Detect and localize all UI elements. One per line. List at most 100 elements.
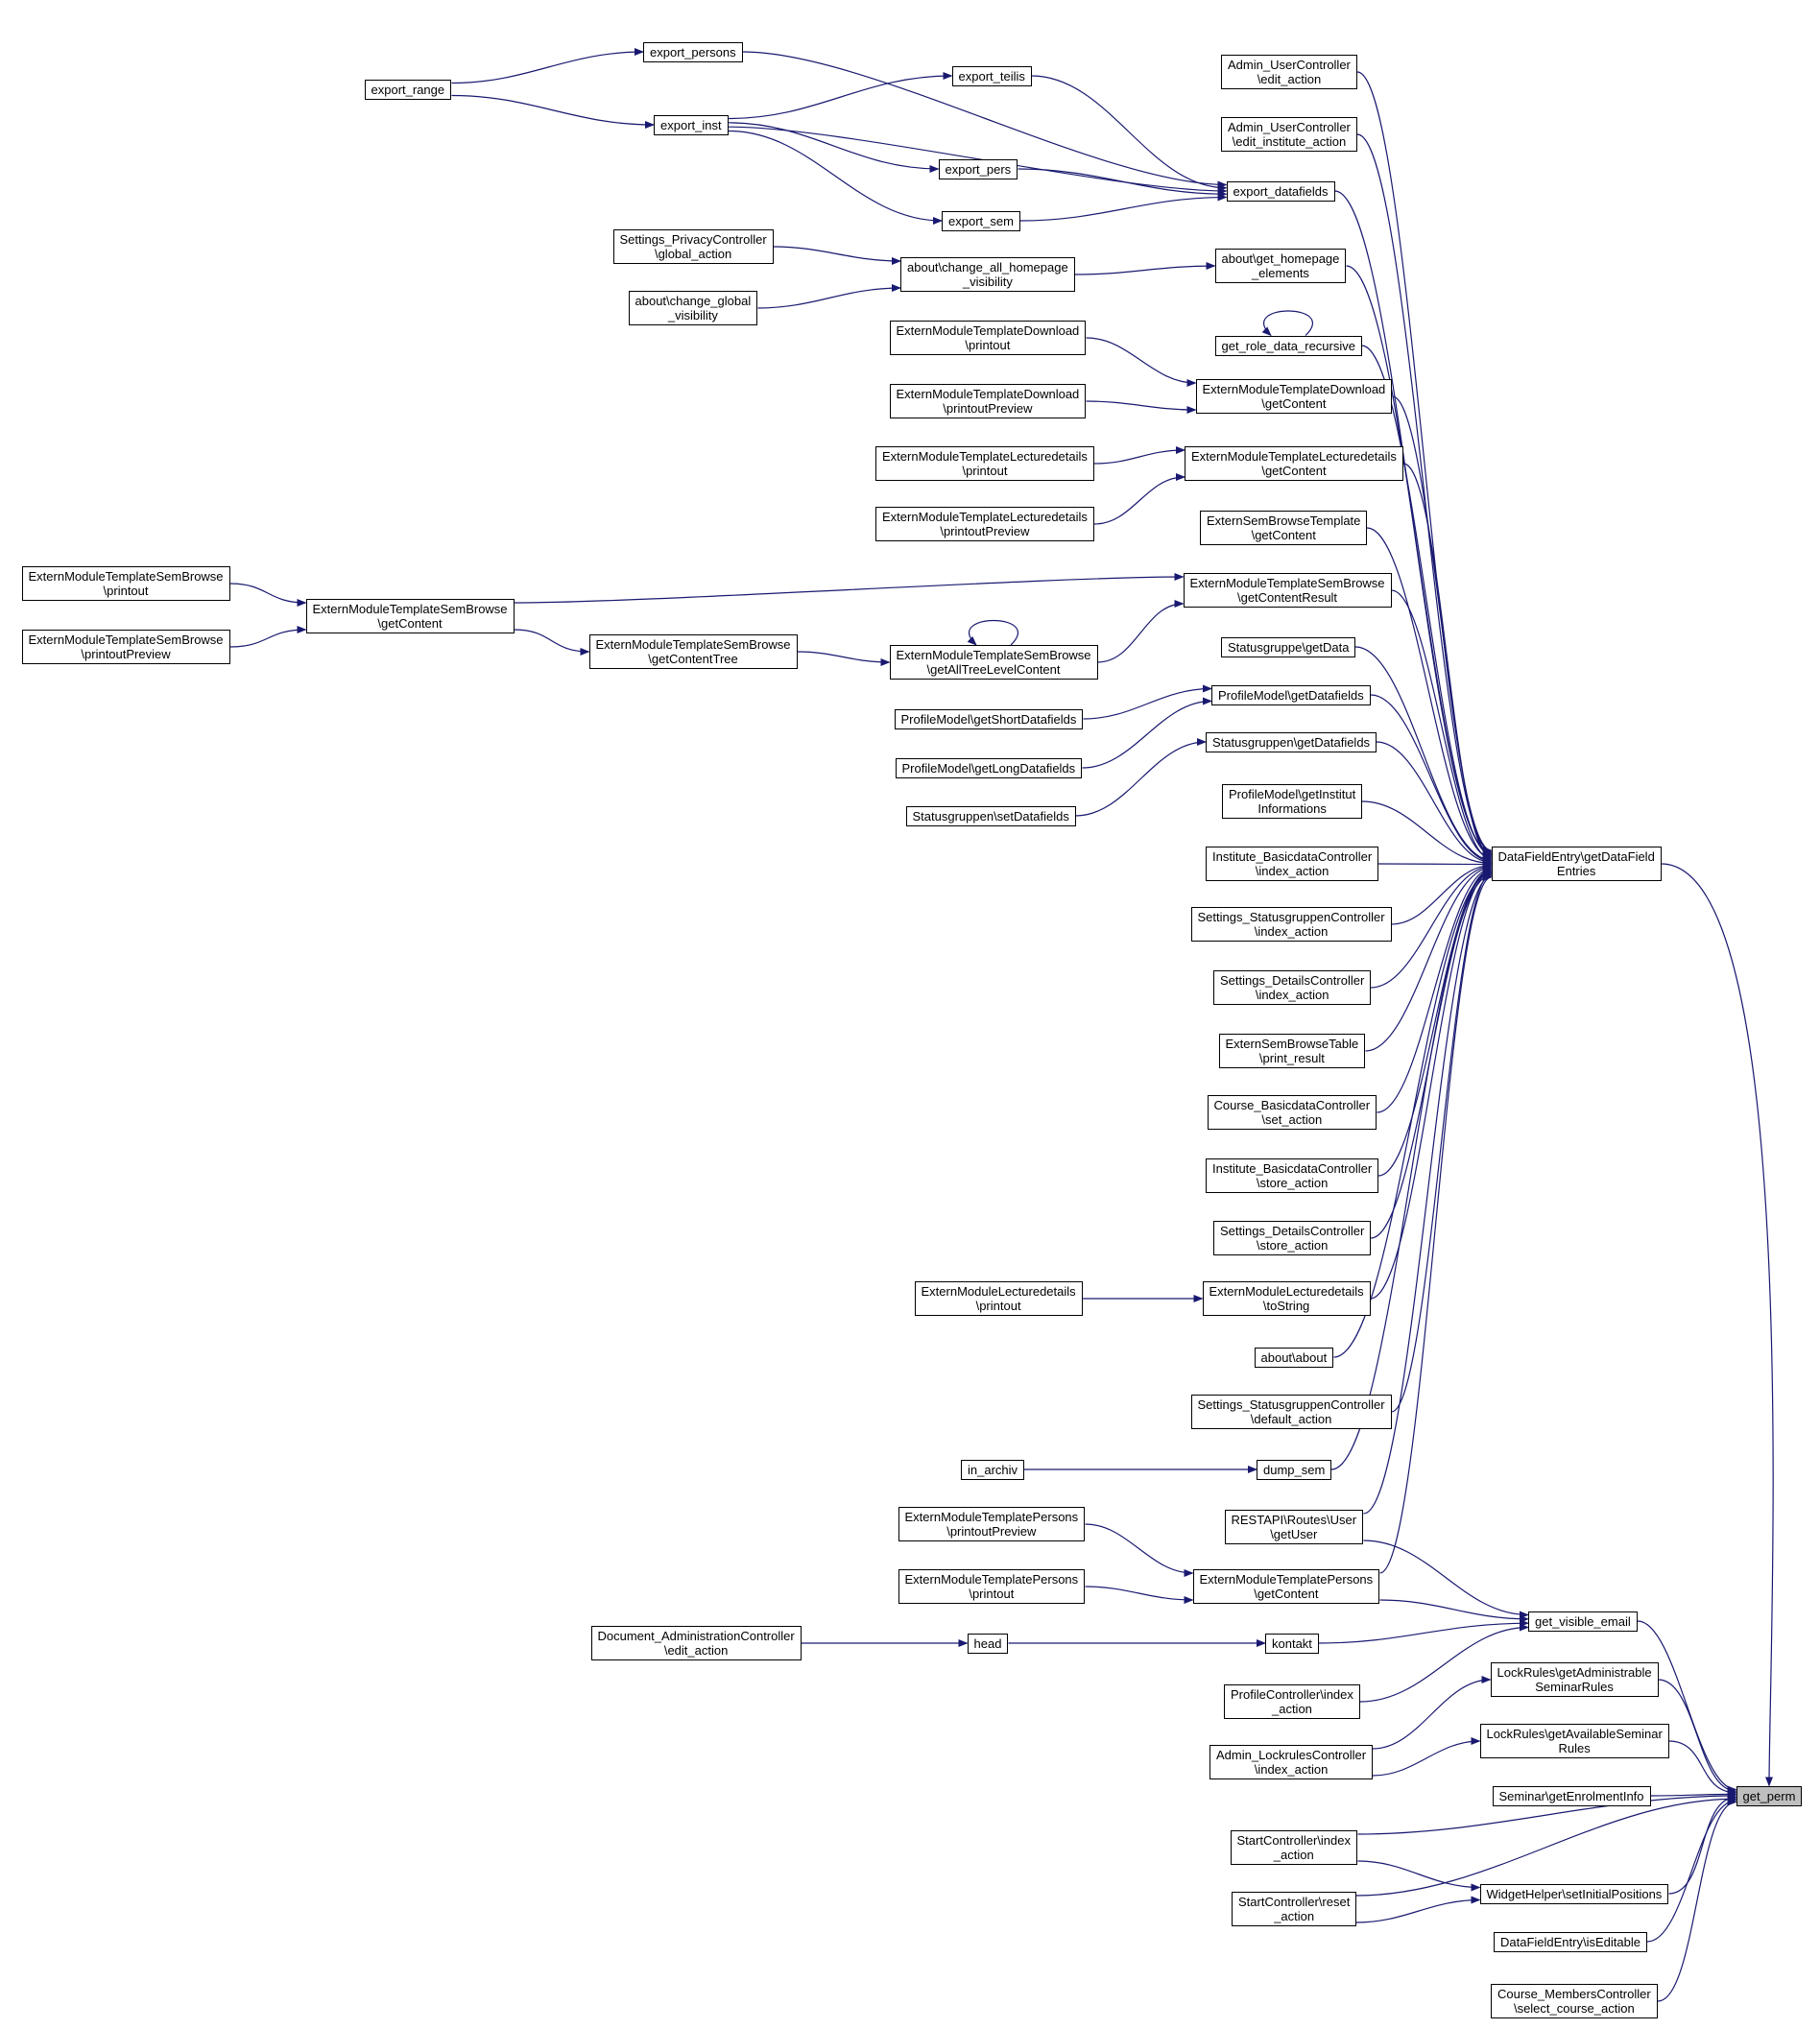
edge-emtp_getcontent-to-get_visible_email: [1379, 1599, 1529, 1623]
node-label-line: \index_action: [1254, 1762, 1329, 1777]
node-institute-basicdata-index[interactable]: Institute_BasicdataController\index_acti…: [1206, 847, 1379, 881]
node-label-line: WidgetHelper\setInitialPositions: [1486, 1886, 1663, 1901]
edge-externsembrowsetable_print_result-to-dfe: [1365, 863, 1493, 1052]
node-institute-basicdata-store[interactable]: Institute_BasicdataController\store_acti…: [1206, 1158, 1379, 1193]
node-label-line: \getUser: [1270, 1527, 1318, 1541]
node-export-range[interactable]: export_range: [364, 79, 452, 100]
node-settings-privacy-global[interactable]: Settings_PrivacyController\global_action: [612, 229, 774, 264]
node-emtsb-getalltreelevelcontent[interactable]: ExternModuleTemplateSemBrowse\getAllTree…: [889, 645, 1098, 680]
node-emtsb-getcontent[interactable]: ExternModuleTemplateSemBrowse\getContent: [305, 599, 515, 633]
node-eml-printout[interactable]: ExternModuleLecturedetails\printout: [914, 1281, 1083, 1316]
node-emtp-getcontent[interactable]: ExternModuleTemplatePersons\getContent: [1192, 1569, 1380, 1604]
node-label-line: ProfileController\index: [1231, 1687, 1353, 1702]
node-dump-sem[interactable]: dump_sem: [1257, 1459, 1332, 1480]
node-in-archiv[interactable]: in_archiv: [961, 1459, 1025, 1480]
node-settings-statusgruppen-index[interactable]: Settings_StatusgruppenController\index_a…: [1190, 907, 1392, 942]
node-emtsb-printout-preview[interactable]: ExternModuleTemplateSemBrowse\printoutPr…: [21, 630, 230, 664]
node-export-inst[interactable]: export_inst: [654, 114, 729, 135]
node-label-line: Settings_DetailsController: [1220, 1224, 1365, 1238]
node-profilemodel-getshortdatafields[interactable]: ProfileModel\getShortDatafields: [894, 708, 1084, 729]
node-emtd-getcontent[interactable]: ExternModuleTemplateDownload\getContent: [1195, 379, 1393, 414]
node-label-line: Admin_UserController: [1228, 58, 1351, 72]
node-statusgruppen-setdatafields[interactable]: Statusgruppen\setDatafields: [905, 805, 1076, 826]
node-settings-statusgruppen-default[interactable]: Settings_StatusgruppenController\default…: [1190, 1395, 1392, 1429]
node-datafieldentry-iseditable[interactable]: DataFieldEntry\isEditable: [1494, 1931, 1647, 1952]
node-label-line: Institute_BasicdataController: [1212, 1161, 1373, 1176]
node-label-line: ExternModuleTemplateLecturedetails: [882, 449, 1088, 464]
node-head[interactable]: head: [967, 1633, 1009, 1654]
node-course-members-select[interactable]: Course_MembersController\select_course_a…: [1491, 1984, 1658, 2018]
node-get-visible-email[interactable]: get_visible_email: [1528, 1611, 1638, 1632]
node-label-line: \getContent: [1261, 464, 1327, 478]
node-label-line: \edit_action: [1257, 72, 1322, 86]
node-profilemodel-getlongdatafields[interactable]: ProfileModel\getLongDatafields: [895, 757, 1083, 778]
node-label-line: _action: [1271, 1702, 1312, 1716]
node-restapi-user-getuser[interactable]: RESTAPI\Routes\User\getUser: [1224, 1510, 1364, 1544]
node-statusgruppe-getdata[interactable]: Statusgruppe\getData: [1221, 636, 1356, 657]
edge-profilemodel_getinstitut-to-dfe: [1361, 800, 1493, 868]
node-label-line: ProfileModel\getInstitut: [1229, 787, 1356, 801]
node-export-pers[interactable]: export_pers: [938, 158, 1018, 179]
node-settings-details-index[interactable]: Settings_DetailsController\index_action: [1213, 970, 1372, 1005]
node-statusgruppen-getdatafields[interactable]: Statusgruppen\getDatafields: [1206, 731, 1377, 752]
edge-emtsb_getcontentresult-to-dfe: [1391, 589, 1493, 863]
node-label-line: in_archiv: [968, 1462, 1018, 1477]
node-emtd-printout[interactable]: ExternModuleTemplateDownload\printout: [889, 321, 1087, 355]
edge-profilemodel_getshortdatafields-to-profilemodel_getdatafields: [1083, 684, 1212, 720]
node-admin-user-edit-institute[interactable]: Admin_UserController\edit_institute_acti…: [1221, 117, 1357, 152]
node-emtp-printout[interactable]: ExternModuleTemplatePersons\printout: [898, 1569, 1086, 1604]
node-document-admin-edit[interactable]: Document_AdministrationController\edit_a…: [590, 1626, 802, 1660]
node-emtd-printout-preview[interactable]: ExternModuleTemplateDownload\printoutPre…: [889, 384, 1087, 418]
node-emtsb-getcontentresult[interactable]: ExternModuleTemplateSemBrowse\getContent…: [1183, 573, 1392, 608]
edge-profilemodel_getdatafields-to-dfe: [1370, 694, 1493, 866]
node-emtl-printout-preview[interactable]: ExternModuleTemplateLecturedetails\print…: [875, 507, 1094, 541]
edge-settings_privacy_global-to-about_change_all: [773, 246, 901, 265]
node-label-line: export_teilis: [958, 68, 1025, 84]
node-about-change-all[interactable]: about\change_all_homepage_visibility: [900, 257, 1075, 292]
node-settings-details-store[interactable]: Settings_DetailsController\store_action: [1213, 1221, 1372, 1255]
node-profilecontroller-index[interactable]: ProfileController\index_action: [1224, 1684, 1360, 1719]
edge-emtd_printout_preview-to-emtd_getcontent: [1086, 400, 1197, 414]
node-kontakt[interactable]: kontakt: [1265, 1633, 1319, 1654]
node-emtsb-printout[interactable]: ExternModuleTemplateSemBrowse\printout: [21, 566, 230, 601]
node-emtp-printout-preview[interactable]: ExternModuleTemplatePersons\printoutPrev…: [898, 1507, 1086, 1541]
node-profilemodel-getdatafields[interactable]: ProfileModel\getDatafields: [1211, 684, 1371, 705]
node-label-line: ProfileModel\getShortDatafields: [900, 711, 1077, 727]
node-export-teilis[interactable]: export_teilis: [951, 65, 1032, 86]
node-startcontroller-reset[interactable]: StartController\reset_action: [1232, 1892, 1357, 1926]
node-export-datafields[interactable]: export_datafields: [1226, 180, 1335, 202]
node-widgethelper-setinitialpositions[interactable]: WidgetHelper\setInitialPositions: [1479, 1883, 1669, 1904]
node-startcontroller-index[interactable]: StartController\index_action: [1230, 1830, 1357, 1865]
node-label-line: Admin_UserController: [1228, 120, 1351, 134]
node-about-change-global[interactable]: about\change_global_visibility: [628, 291, 758, 325]
node-label-line: \getContent: [1254, 1587, 1319, 1601]
node-label-line: Statusgruppen\setDatafields: [912, 808, 1069, 824]
node-export-sem[interactable]: export_sem: [942, 210, 1020, 231]
node-seminar-getenrolmentinfo[interactable]: Seminar\getEnrolmentInfo: [1492, 1785, 1651, 1806]
node-admin-lockrules-index[interactable]: Admin_LockrulesController\index_action: [1209, 1745, 1374, 1779]
node-export-persons[interactable]: export_persons: [643, 41, 743, 62]
node-label-line: ExternModuleTemplateSemBrowse: [28, 569, 224, 584]
node-course-basicdata-set[interactable]: Course_BasicdataController\set_action: [1207, 1095, 1377, 1130]
node-admin-user-edit[interactable]: Admin_UserController\edit_action: [1221, 55, 1357, 89]
node-label-line: _action: [1273, 1848, 1314, 1862]
node-about-get-homepage[interactable]: about\get_homepage_elements: [1214, 249, 1347, 283]
node-get-role-data-recursive[interactable]: get_role_data_recursive: [1214, 335, 1362, 356]
node-about-about[interactable]: about\about: [1254, 1347, 1334, 1368]
node-esbt-getcontent[interactable]: ExternSemBrowseTemplate\getContent: [1200, 511, 1368, 545]
node-emtsb-getcontenttree[interactable]: ExternModuleTemplateSemBrowse\getContent…: [588, 634, 798, 669]
edge-export_teilis-to-export_datafields: [1031, 75, 1228, 192]
node-label-line: ExternModuleTemplateSemBrowse: [595, 637, 791, 652]
node-eml-tostring[interactable]: ExternModuleLecturedetails\toString: [1202, 1281, 1371, 1316]
node-emtl-getcontent[interactable]: ExternModuleTemplateLecturedetails\getCo…: [1185, 446, 1403, 481]
node-externsembrowsetable-print-result[interactable]: ExternSemBrowseTable\print_result: [1218, 1034, 1366, 1068]
edge-emtd_getcontent-to-dfe: [1392, 395, 1493, 860]
node-label-line: \printoutPreview: [943, 401, 1033, 416]
node-emtl-printout[interactable]: ExternModuleTemplateLecturedetails\print…: [875, 446, 1094, 481]
edge-statusgruppen_getdatafields-to-dfe: [1376, 741, 1493, 867]
